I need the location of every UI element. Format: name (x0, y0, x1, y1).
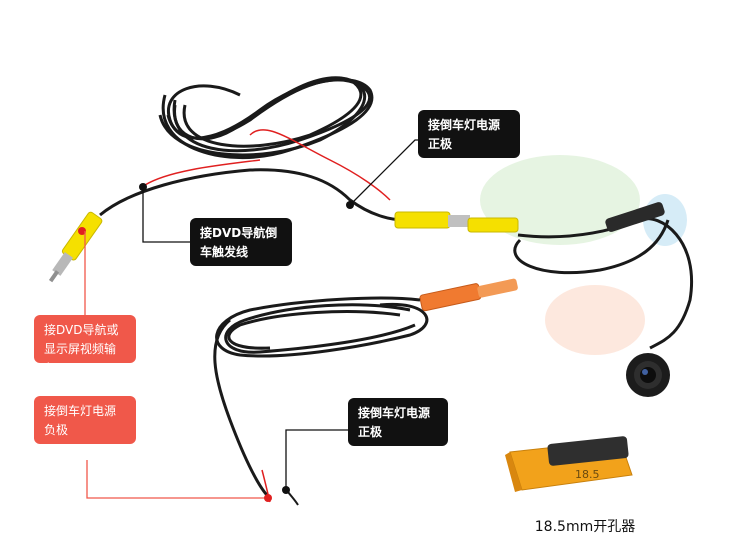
callout-dvd-reverse-trigger: 接DVD导航倒 车触发线 (190, 218, 292, 266)
left-yellow-rca-plug (48, 211, 103, 283)
bg-green-blob (480, 155, 640, 245)
cable-to-left-rca (99, 168, 406, 222)
red-wire-trigger (144, 159, 261, 186)
orange-power-connector (419, 278, 518, 312)
hole-saw-box: 18.5 (505, 436, 633, 492)
callout-lines (35, 139, 420, 499)
callout-reverse-power-negative: 接倒车灯电源 负极 (34, 396, 136, 444)
camera (626, 353, 670, 397)
center-yellow-rca (394, 211, 519, 233)
marker-trigger (139, 183, 147, 191)
marker-black-lower (282, 486, 290, 494)
pigtail-sleeve (605, 202, 665, 232)
lower-cable-coil (213, 296, 429, 500)
callout-reverse-power-positive-lower: 接倒车灯电源 正极 (348, 398, 448, 446)
box-text: 18.5 (575, 468, 600, 481)
callout-dvd-video-input: 接DVD导航或 显示屏视频输入 (34, 315, 136, 375)
bg-orange-blob (545, 285, 645, 355)
hole-saw-caption: 18.5mm开孔器 (534, 519, 636, 535)
camera-pigtail-loop (513, 219, 670, 275)
marker-red-lower (264, 494, 272, 502)
upper-cable-coil (158, 76, 374, 160)
red-wire-upper (249, 129, 391, 201)
left-rca-marker (78, 227, 86, 235)
marker-upper (346, 201, 354, 209)
callout-reverse-power-positive-upper: 接倒车灯电源 正极 (418, 110, 520, 158)
